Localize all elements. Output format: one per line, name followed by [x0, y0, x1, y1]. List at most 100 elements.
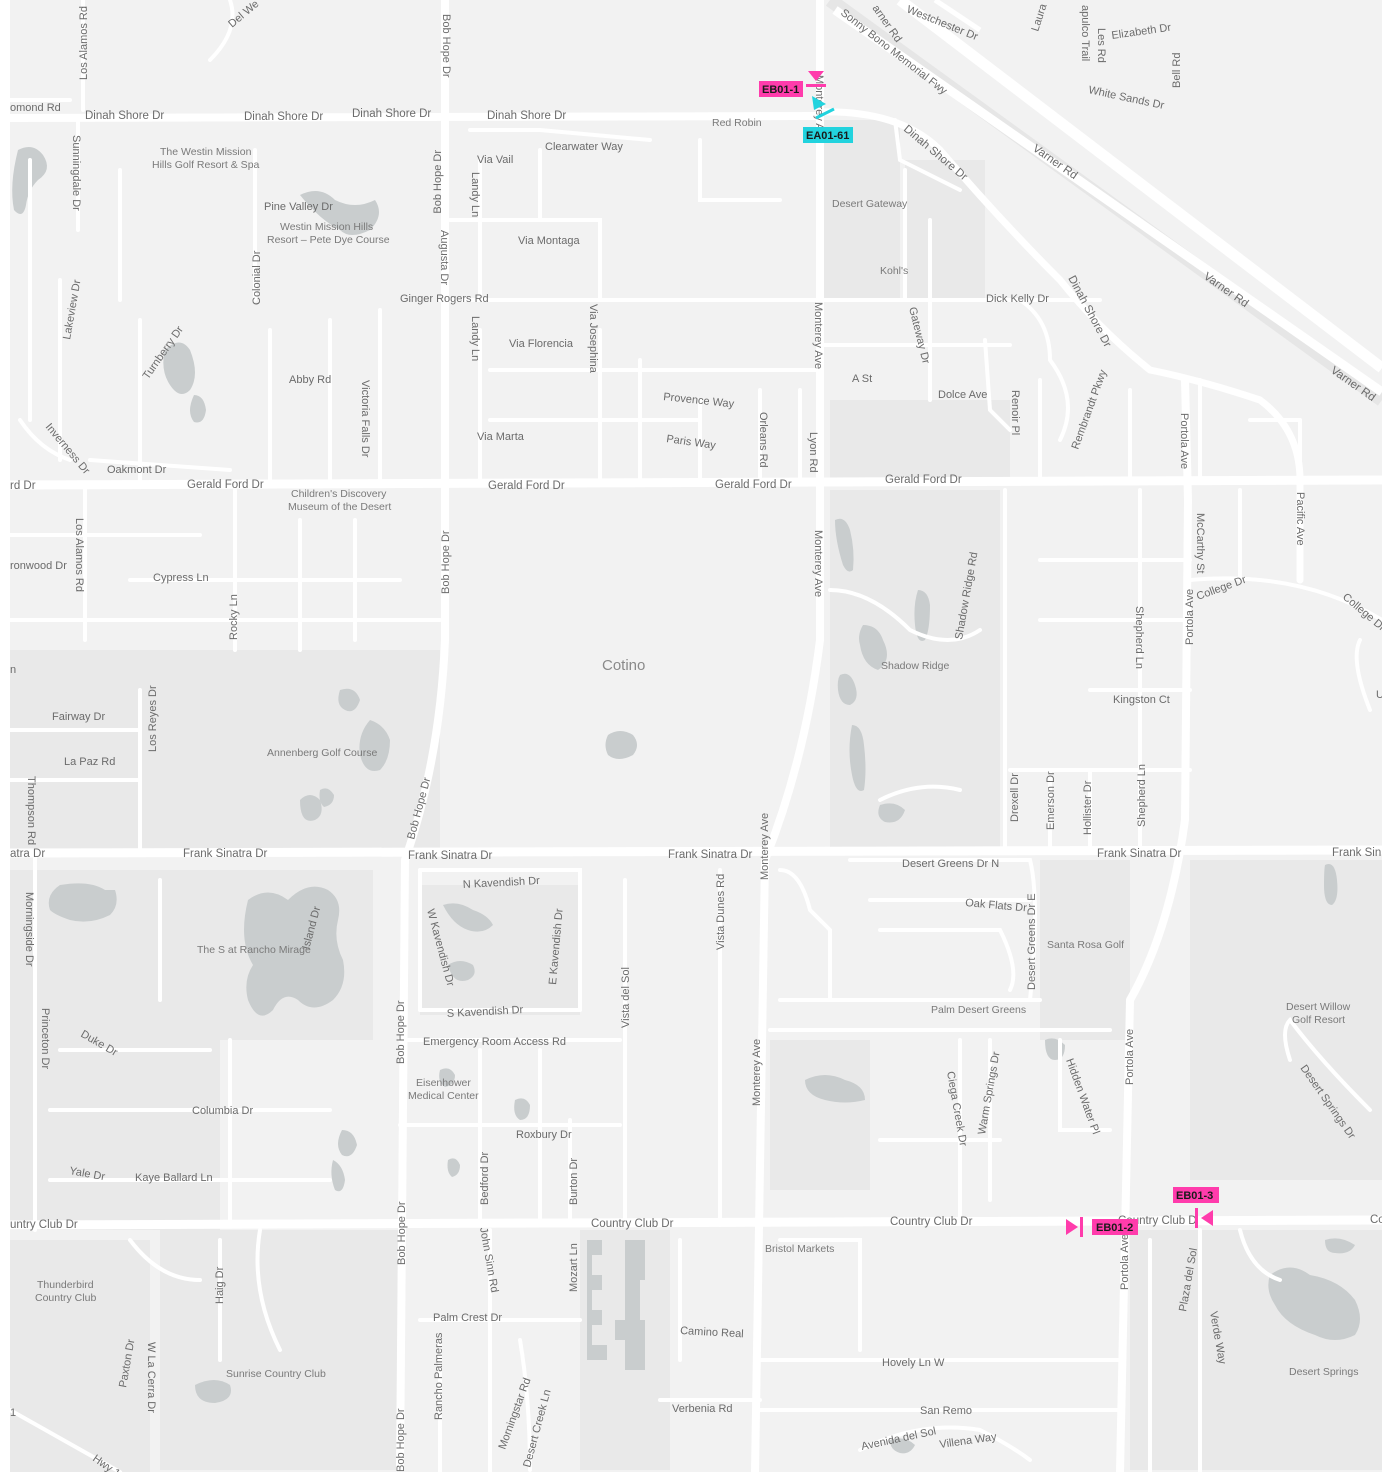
road-label: Gerald Ford Dr [187, 479, 264, 491]
road-label: atra Dr [10, 848, 45, 860]
road-label: Colonial Dr [251, 250, 263, 305]
road-label: untry Club Dr [10, 1219, 78, 1231]
road-label: Monterey Ave [812, 530, 824, 597]
road-label: Cypress Ln [153, 572, 209, 584]
road-label: Orleans Rd [757, 412, 769, 468]
marker-eb01-3-bar [1195, 1208, 1198, 1228]
road-label: Fairway Dr [52, 711, 106, 723]
road-label: n [10, 664, 16, 676]
road-label: W La Cerra Dr [145, 1342, 157, 1413]
road-label: McCarthy St [1194, 513, 1206, 574]
marker-eb01-3-label: EB01-3 [1176, 1190, 1213, 1202]
road-label: Frank Sinatra Dr [1097, 848, 1182, 860]
road-label: omond Rd [10, 102, 61, 114]
road-label: Bob Hope Dr [440, 530, 452, 594]
road-label: Les Rd [1095, 28, 1107, 63]
road-label: Dinah Shore Dr [85, 110, 164, 122]
poi-label: Golf Resort [1292, 1014, 1345, 1026]
marker-eb01-2-label: EB01-2 [1096, 1222, 1133, 1234]
marker-ea01-61[interactable]: EA01-61 [803, 96, 853, 143]
road-label: Dinah Shore Dr [352, 108, 431, 120]
road-label: Portola Ave [1184, 589, 1196, 645]
road-label: ronwood Dr [10, 560, 67, 572]
road-label: Country Club Dr [890, 1216, 973, 1228]
road-label: Dinah Shore Dr [487, 110, 566, 122]
road-label: Drexell Dr [1009, 773, 1021, 822]
road-label: Los Reyes Dr [147, 685, 159, 752]
road-label: 1 [10, 1407, 16, 1419]
road-label: Hollister Dr [1082, 780, 1094, 835]
poi-label: Medical Center [408, 1090, 479, 1102]
road-label: Pacific Ave [1294, 492, 1306, 546]
road-label: Bob Hope Dr [396, 1201, 408, 1265]
road-label: Landy Ln [469, 316, 481, 361]
poi-label: Westin Mission Hills [280, 221, 373, 233]
road-label: Frank Sinatra Dr [408, 850, 493, 862]
poi-label: Children's Discovery [291, 488, 387, 500]
road-label: Kingston Ct [1113, 694, 1170, 706]
road-label: Landy Ln [469, 172, 481, 217]
poi-label: Kohl's [880, 265, 908, 277]
road-label: Morningside Dr [23, 892, 35, 967]
marker-eb01-3-icon [1201, 1210, 1213, 1226]
road-label: S Kavendish Dr [447, 1004, 524, 1020]
road-label: Desert Greens Dr E [1026, 893, 1038, 990]
marker-eb01-2-badge [1092, 1219, 1138, 1235]
road-label: Mozart Ln [568, 1243, 580, 1292]
road-label: Portola Ave [1178, 413, 1190, 469]
road-label: Frank Sin [1332, 847, 1381, 859]
marker-eb01-1-icon [808, 71, 824, 81]
road-label: Shepherd Ln [1136, 764, 1148, 827]
marker-ea01-61-label: EA01-61 [806, 130, 849, 142]
road-label: Monterey Ave [751, 1039, 763, 1106]
road-label: Los Alamos Rd [78, 6, 90, 80]
road-label: Clearwater Way [545, 141, 623, 153]
road-label: Columbia Dr [192, 1105, 253, 1117]
road-label: Monterey Ave [812, 302, 824, 369]
marker-eb01-1-bar [806, 84, 826, 87]
road-label: Hovely Ln W [882, 1357, 945, 1369]
road-label: Bob Hope Dr [440, 14, 452, 78]
freeway-corridor [825, 0, 1382, 406]
poi-label: Red Robin [712, 117, 762, 129]
road-label: Via Josephina [587, 304, 599, 374]
road-label: Victoria Falls Dr [359, 380, 371, 458]
poi-label: Shadow Ridge [881, 660, 949, 672]
road-label: Emergency Room Access Rd [423, 1036, 566, 1048]
road-label: Frank Sinatra Dr [668, 849, 753, 861]
poi-label: Hills Golf Resort & Spa [152, 159, 260, 171]
road-label: Camino Real [680, 1325, 744, 1340]
road-label: Via Montaga [518, 235, 580, 247]
road-label: Haig Dr [214, 1266, 226, 1304]
road-label: Vista del Sol [620, 967, 632, 1028]
road-label: Via Vail [477, 154, 513, 166]
road-label: Verbenia Rd [672, 1403, 733, 1415]
marker-eb01-3[interactable]: EB01-3 [1173, 1187, 1219, 1228]
marker-eb01-2[interactable]: EB01-2 [1066, 1217, 1138, 1237]
major-roads [5, 0, 1382, 1472]
road-label: Bedford Dr [479, 1151, 491, 1205]
road-label: Renoir Pl [1009, 390, 1021, 435]
road-label: Vista Dunes Rd [715, 874, 727, 950]
road-label: Monterey Ave [759, 813, 771, 880]
poi-label: Desert Gateway [832, 198, 908, 210]
poi-label: The Westin Mission [160, 146, 252, 158]
poi-label: Palm Desert Greens [931, 1004, 1026, 1016]
road-label: Desert Greens Dr N [902, 858, 999, 870]
poi-label: Sunrise Country Club [226, 1368, 326, 1380]
road-label: Via Florencia [509, 338, 574, 350]
road-label: Via Marta [477, 431, 525, 443]
road-label: Country Club Dr [591, 1218, 674, 1230]
road-label: Sunningdale Dr [70, 135, 82, 211]
road-label: Bob Hope Dr [432, 150, 444, 214]
road-label: Bell Rd [1171, 53, 1183, 88]
poi-label: Annenberg Golf Course [267, 747, 377, 759]
minor-streets [8, 0, 1382, 1472]
road-label: Oak Flats Dr [965, 897, 1028, 914]
poi-label: Museum of the Desert [288, 501, 391, 513]
road-label: rd Dr [10, 480, 36, 492]
road-label: Emerson Dr [1045, 771, 1057, 830]
poi-label: Santa Rosa Golf [1047, 939, 1124, 951]
marker-eb01-1[interactable]: EB01-1 [759, 71, 826, 97]
